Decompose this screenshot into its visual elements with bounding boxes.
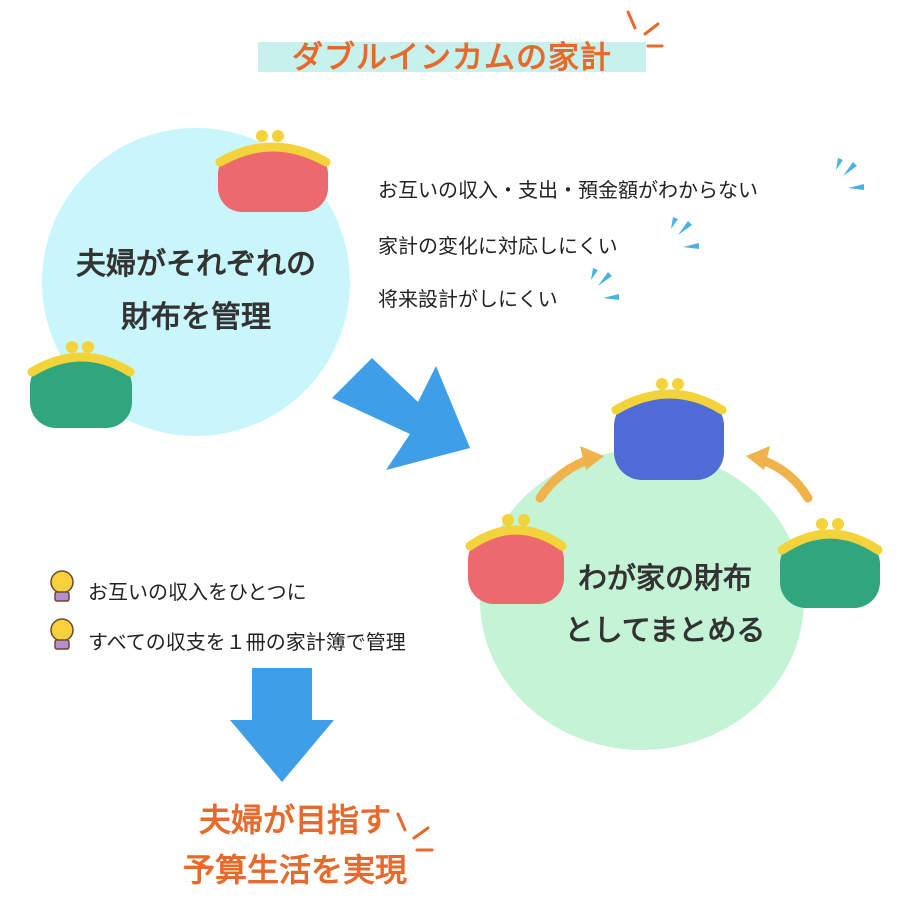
coin-purse-green-icon: [777, 518, 883, 608]
separate-wallets-text: 夫婦がそれぞれの 財布を管理: [42, 238, 350, 344]
lightbulb-icon: [50, 618, 74, 650]
point-item: すべての収支を１冊の家計簿で管理: [88, 630, 406, 654]
accent-lines-icon: [396, 812, 434, 852]
page-title: ダブルインカムの家計: [292, 40, 612, 76]
coin-purse-blue-icon: [611, 378, 727, 480]
separate-wallets-line2: 財布を管理: [121, 300, 271, 335]
lightbulb-icon: [50, 570, 74, 602]
shared-wallet-line2: としてまとめる: [564, 613, 766, 647]
coin-purse-red-icon: [465, 514, 567, 604]
title-highlight: [258, 42, 646, 72]
issue-item: 家計の変化に対応しにくい: [378, 234, 618, 258]
coin-purse-green-icon: [27, 341, 135, 428]
blue-arrow-icon: [230, 668, 334, 782]
issue-item: お互いの収入・支出・預金額がわからない: [378, 178, 758, 202]
shared-wallet-text: わが家の財布 としてまとめる: [530, 552, 800, 656]
issue-item: 将来設計がしにくい: [378, 287, 558, 311]
coin-purse-red-icon: [215, 130, 331, 212]
sweat-drops-icon: [591, 158, 864, 300]
goal-line1: 夫婦が目指す: [198, 801, 391, 839]
goal-text: 夫婦が目指す 予算生活を実現: [130, 795, 460, 895]
accent-lines-icon: [626, 10, 664, 48]
separate-wallets-line1: 夫婦がそれぞれの: [76, 247, 316, 282]
shared-wallet-line1: わが家の財布: [577, 561, 752, 595]
blue-arrow-icon: [332, 358, 470, 470]
point-item: お互いの収入をひとつに: [88, 580, 307, 604]
goal-line2: 予算生活を実現: [182, 851, 407, 889]
